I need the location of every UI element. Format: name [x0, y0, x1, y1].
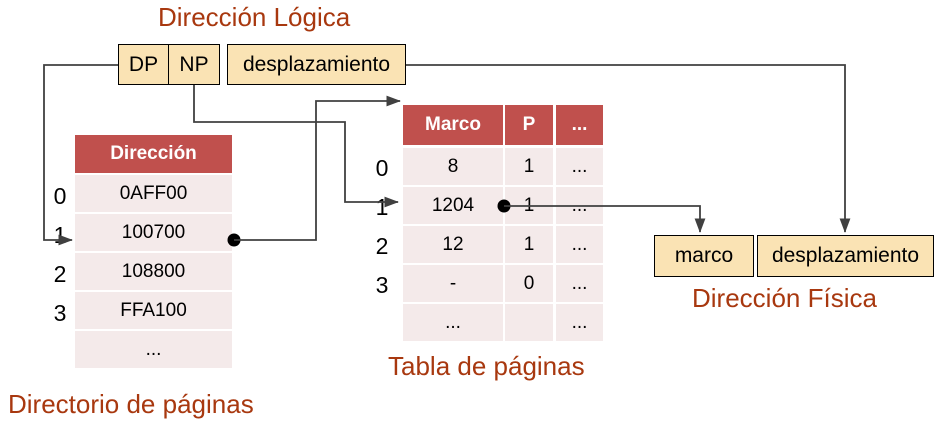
page-table-header-ellipsis: ... [556, 105, 603, 145]
page-table-row-index-2: 2 [375, 232, 389, 259]
page-directory-cell-4-0[interactable]: ... [75, 331, 232, 368]
page-table-cell-2-ellipsis[interactable]: ... [556, 226, 603, 263]
page-directory-cell-2-0[interactable]: 108800 [75, 253, 232, 290]
page-directory-header-direccion: Dirección [75, 135, 232, 173]
page-table-cell-4-marco[interactable]: ... [403, 304, 503, 341]
page-directory-row-index-1: 1 [53, 221, 67, 248]
page-table-cell-1-p[interactable]: 1 [505, 187, 553, 224]
logical-field-offset[interactable]: desplazamiento [227, 44, 406, 85]
physical-address-title: Dirección Física [692, 283, 877, 313]
page-directory-row-index-3: 3 [53, 299, 67, 326]
page-table-row-index-1: 1 [375, 193, 389, 220]
logical-address-title: Dirección Lógica [158, 2, 351, 32]
page-table-header-p: P [505, 105, 553, 145]
page-table-header-marco: Marco [403, 105, 503, 145]
page-directory-title: Directorio de páginas [8, 389, 254, 419]
page-directory-cell-1-0[interactable]: 100700 [75, 214, 232, 251]
page-directory-cell-0-0[interactable]: 0AFF00 [75, 175, 232, 212]
page-table-cell-0-marco[interactable]: 8 [403, 148, 503, 185]
page-table-cell-4-ellipsis[interactable]: ... [556, 304, 603, 341]
physical-field-offset[interactable]: desplazamiento [757, 235, 934, 277]
page-table-cell-4-p[interactable] [505, 304, 553, 341]
page-table-cell-3-p[interactable]: 0 [505, 265, 553, 302]
physical-field-frame[interactable]: marco [654, 235, 754, 277]
page-table-cell-3-ellipsis[interactable]: ... [556, 265, 603, 302]
page-table-row-index-3: 3 [375, 271, 389, 298]
page-table-title: Tabla de páginas [388, 351, 585, 381]
page-directory-cell-3-0[interactable]: FFA100 [75, 292, 232, 329]
page-table-cell-2-marco[interactable]: 12 [403, 226, 503, 263]
page-table-cell-1-ellipsis[interactable]: ... [556, 187, 603, 224]
page-table-cell-2-p[interactable]: 1 [505, 226, 553, 263]
page-directory-row-index-0: 0 [53, 182, 67, 209]
page-table-row-index-0: 0 [375, 154, 389, 181]
logical-field-np[interactable]: NP [168, 44, 220, 85]
page-table-cell-0-ellipsis[interactable]: ... [556, 148, 603, 185]
page-table-cell-1-marco[interactable]: 1204 [403, 187, 503, 224]
logical-field-dp[interactable]: DP [118, 44, 169, 85]
page-table-cell-3-marco[interactable]: - [403, 265, 503, 302]
page-table-cell-0-p[interactable]: 1 [505, 148, 553, 185]
page-directory-row-index-2: 2 [53, 260, 67, 287]
